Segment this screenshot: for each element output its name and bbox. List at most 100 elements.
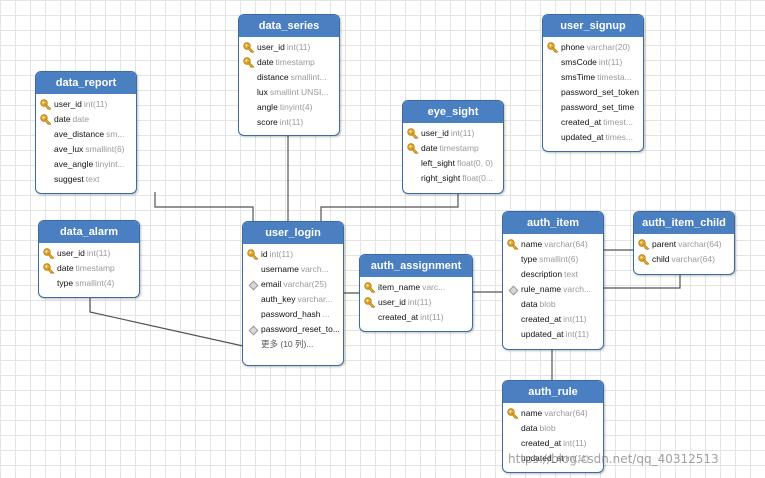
column-name: smsCode [561, 57, 597, 67]
blank-icon [547, 130, 561, 145]
column-row[interactable]: password_set_time [543, 100, 643, 115]
column-row[interactable]: password_set_token [543, 85, 643, 100]
diamond-icon [247, 277, 261, 292]
blank-icon [507, 436, 521, 451]
column-type: varchar(20) [586, 42, 631, 52]
table-title: user_signup [543, 15, 643, 37]
blank-icon [364, 310, 378, 325]
blank-icon [547, 85, 561, 100]
column-type: int(11) [269, 249, 294, 259]
column-name: created_at [521, 314, 562, 324]
blank-icon [40, 172, 54, 187]
column-name: email [261, 279, 282, 289]
column-name: type [521, 254, 538, 264]
column-type: date [72, 114, 90, 124]
column-type: timestamp [75, 263, 115, 273]
key-icon [43, 261, 57, 276]
column-row[interactable]: password_hash... [243, 307, 343, 322]
column-row[interactable]: password_reset_to... [243, 322, 343, 337]
table-title: auth_item [503, 212, 603, 234]
column-type: times... [605, 132, 633, 142]
column-type: int(11) [450, 128, 475, 138]
column-type: int(11) [563, 438, 587, 448]
column-type: int(11) [83, 99, 108, 109]
column-name: ave_distance [54, 129, 105, 139]
table-title: data_alarm [39, 221, 139, 243]
column-name: created_at [378, 312, 419, 322]
column-name: user_id [421, 128, 449, 138]
column-type: varch... [563, 284, 592, 294]
blank-icon [40, 142, 54, 157]
column-type: timestamp [275, 57, 315, 67]
column-name: password_hash [261, 309, 321, 319]
column-type: int(11) [86, 248, 111, 258]
column-name: parent [652, 239, 677, 249]
blank-icon [507, 421, 521, 436]
key-icon [638, 237, 652, 252]
column-type: int(11) [565, 453, 590, 463]
column-name: updated_at [561, 132, 604, 142]
link-data-alarm-user-login [89, 296, 244, 347]
key-icon [243, 55, 257, 70]
more-columns-link[interactable]: 更多 (10 列)... [243, 337, 343, 352]
blank-icon [243, 100, 257, 115]
table-title: auth_item_child [634, 212, 734, 234]
blank-icon [507, 312, 521, 327]
